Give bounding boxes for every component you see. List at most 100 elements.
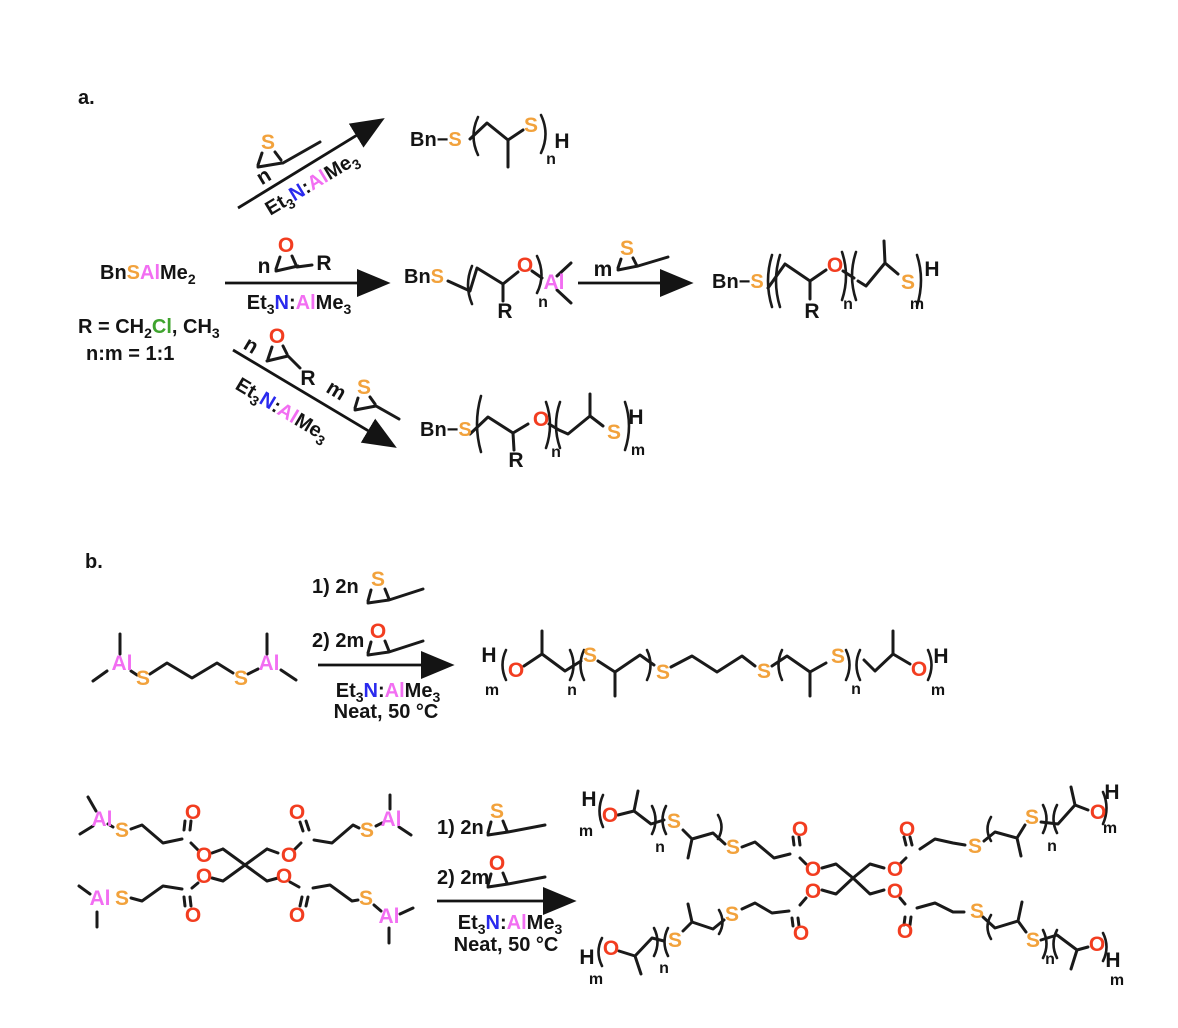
product-star-polymer: O O O O O S S n O H m O S S n O H m O S … [579, 781, 1124, 989]
m-coefficient: m [322, 376, 350, 405]
bn-s-endgroup-4: Bn−S [420, 419, 472, 441]
ring-bonds [274, 254, 314, 273]
propylene-oxide-b1: O [366, 620, 425, 657]
ester-oxygen: O [196, 844, 212, 867]
oxygen-atom: O [489, 852, 505, 875]
sulfur-atom: S [726, 836, 740, 859]
ring-bonds [616, 255, 670, 272]
carbonyl-oxygen: O [185, 801, 201, 824]
ring-bonds [353, 395, 401, 421]
ratio-label: n:m = 1:1 [86, 343, 175, 365]
propylene-oxide-b2: O [486, 852, 547, 889]
sulfur-atom: S [667, 810, 681, 833]
sulfur-atom: S [970, 900, 984, 923]
oxygen-atom: O [1090, 801, 1106, 824]
h-endgroup: H [1105, 949, 1120, 972]
n-subscript: n [551, 444, 561, 461]
sulfur-atom: S [1025, 806, 1039, 829]
m-subscript: m [589, 971, 603, 988]
h-endgroup: H [481, 644, 496, 667]
aluminum-atom: Al [90, 887, 111, 910]
catalyst-label-b2: Et3N:AlMe3 [457, 912, 563, 937]
initiator-formula: BnSAlMe2 [100, 262, 196, 287]
difunctional-initiator: Al S S Al [91, 632, 298, 690]
epoxide-middle: n O R [258, 234, 332, 278]
sulfur-atom: S [583, 644, 597, 667]
carbonyl-oxygen: O [289, 904, 305, 927]
sulfur-atom: S [1026, 929, 1040, 952]
m-subscript: m [579, 823, 593, 840]
aluminum-atom: Al [92, 808, 113, 831]
oxygen-atom: O [508, 659, 524, 682]
sulfur-atom: S [115, 819, 129, 842]
ring-bonds [256, 140, 322, 169]
backbone-bonds [522, 629, 912, 698]
ring-bonds [366, 587, 425, 605]
bn-s-endgroup-1: Bn−S [410, 129, 462, 151]
oxygen-atom: O [278, 234, 294, 257]
m-subscript: m [931, 682, 945, 699]
n-coefficient: n [258, 255, 271, 278]
sulfur-atom: S [371, 568, 385, 591]
arrow-top-icon [237, 118, 385, 210]
backbone-bonds [766, 239, 900, 301]
sulfur-atom: S [968, 835, 982, 858]
catalyst-label-middle: Et3N:AlMe3 [246, 292, 352, 317]
carbonyl-oxygen: O [185, 904, 201, 927]
r-definition: R = CH2Cl, CH3 [78, 316, 220, 341]
neat-conditions-b1: Neat, 50 °C [333, 701, 439, 723]
h-endgroup: H [554, 130, 569, 153]
arrow-bottom-icon [232, 348, 397, 448]
repeat-brackets [475, 394, 631, 454]
sulfur-atom: S [668, 929, 682, 952]
n-subscript: n [538, 294, 548, 311]
aluminum-atom: Al [379, 905, 400, 928]
m-subscript: m [1103, 820, 1117, 837]
m-coefficient: m [594, 258, 613, 281]
arm-bonds-nw [616, 789, 808, 866]
aluminum-atom: Al [112, 652, 133, 675]
backbone-bonds [468, 121, 525, 169]
ester-oxygen: O [887, 880, 903, 903]
bn-s-endgroup-2: BnS [404, 266, 445, 288]
r-group: R [316, 252, 331, 275]
oxygen-atom: O [517, 254, 533, 277]
step1-label-b2: 1) 2n [437, 817, 484, 839]
m-subscript: m [485, 682, 499, 699]
repeat-brackets [466, 254, 543, 306]
sulfur-atom: S [607, 421, 621, 444]
sulfur-atom: S [136, 667, 150, 690]
oxygen-atom: O [602, 804, 618, 827]
m-subscript: m [1110, 972, 1124, 989]
ester-oxygen: O [805, 880, 821, 903]
repeat-brackets [501, 648, 933, 682]
h-endgroup: H [933, 645, 948, 668]
product-block-copolymer-top: O R n S H m [766, 239, 940, 323]
propylene-sulfide-middle: m S [594, 237, 670, 281]
r-group: R [300, 367, 315, 390]
arm-bonds-se [898, 896, 1090, 971]
h-endgroup: H [581, 788, 596, 811]
m-subscript: m [631, 442, 645, 459]
ring-bonds [366, 639, 425, 657]
propylene-sulfide-b2: S [486, 800, 547, 837]
ring-bonds [486, 819, 547, 837]
bonds [91, 632, 298, 683]
step2-label-b2: 2) 2m [437, 867, 490, 889]
section-a-label: a. [78, 87, 95, 109]
arm-bonds [77, 793, 415, 945]
ring-bonds [265, 344, 302, 370]
oxygen-atom: O [827, 254, 843, 277]
ester-oxygen: O [281, 844, 297, 867]
h-endgroup: H [579, 946, 594, 969]
catalyst-label-b1: Et3N:AlMe3 [335, 680, 441, 705]
n-subscript: n [1047, 838, 1057, 855]
n-subscript: n [1045, 951, 1055, 968]
product-aluminum-alkoxide: O R n Al [446, 254, 573, 323]
oxygen-atom: O [269, 325, 285, 348]
r-group: R [508, 449, 523, 472]
propylene-sulfide-bottom: m S [322, 376, 401, 421]
sulfur-atom: S [115, 887, 129, 910]
